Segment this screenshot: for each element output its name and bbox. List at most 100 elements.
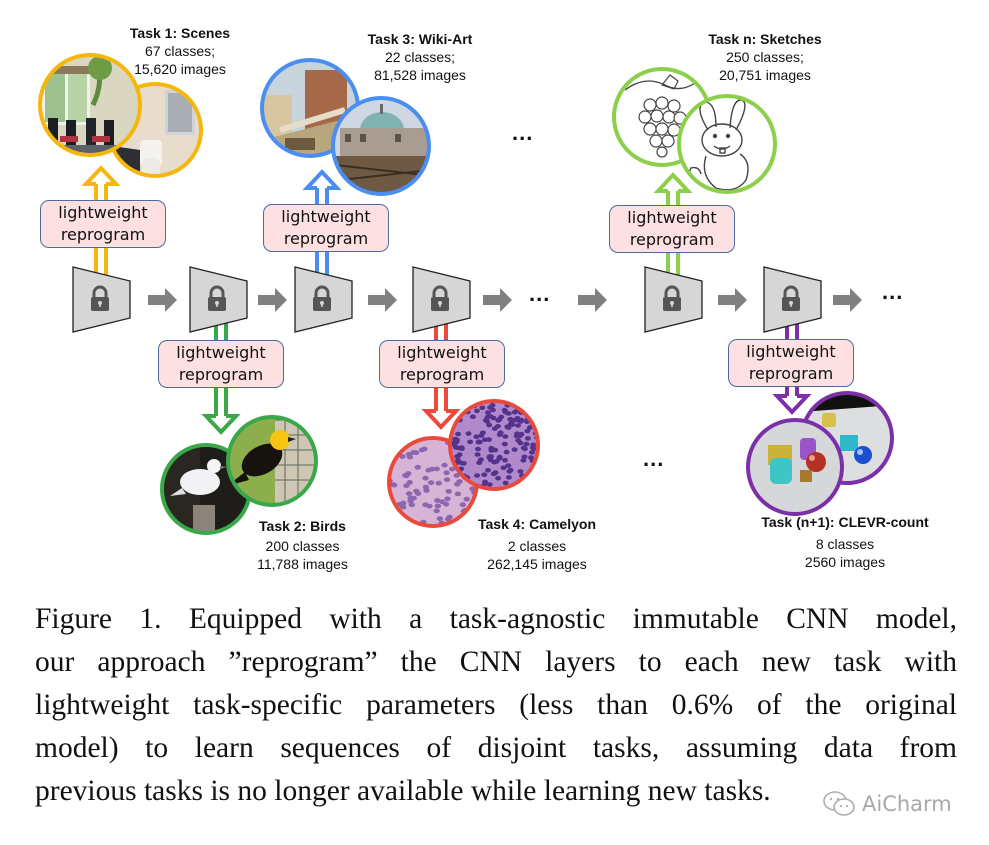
flow-arrow-5	[578, 288, 607, 312]
task2-image-yellow-headed-blackbird	[226, 415, 318, 507]
cell-nucleus	[439, 499, 446, 505]
task2-title: Task 2: Birds	[259, 518, 346, 534]
cell-nucleus	[469, 414, 476, 420]
cell-nucleus	[467, 439, 474, 445]
flow-arrow-7	[833, 288, 862, 312]
cell-nucleus	[486, 455, 493, 460]
task2-image-white-gull	[160, 443, 252, 535]
ellipsis-top: ...	[512, 120, 534, 145]
cell-nucleus	[433, 508, 440, 514]
cell-nucleus	[448, 466, 456, 472]
reprogram-box-task-n1: lightweight reprogram	[728, 339, 854, 387]
cell-nucleus	[399, 454, 406, 459]
cell-nucleus	[458, 446, 465, 452]
cell-nucleus	[429, 466, 436, 472]
task-n-classes: 250 classes;	[726, 49, 804, 65]
cell-nucleus	[443, 470, 450, 476]
task3-classes: 22 classes;	[384, 49, 456, 65]
reprogram-box-task1: lightweight reprogram	[40, 200, 166, 248]
cell-nucleus	[511, 447, 518, 452]
task1-label: Task 1: Scenes 67 classes; 15,620 images	[110, 24, 250, 78]
cell-nucleus	[502, 457, 508, 463]
cell-nucleus	[410, 495, 417, 501]
cell-nucleus	[473, 408, 480, 414]
cell-nucleus	[475, 446, 481, 452]
cell-nucleus	[476, 439, 483, 445]
cell-nucleus	[406, 480, 413, 485]
caption-line-4: model) to learn sequences of disjoint ta…	[35, 732, 957, 764]
cell-nucleus	[517, 469, 524, 474]
cell-nucleus	[413, 488, 420, 494]
task3-images	[260, 58, 431, 196]
cell-nucleus	[402, 473, 409, 478]
flow-arrow-2	[258, 288, 287, 312]
lock-icon	[91, 285, 109, 311]
task-n-images-count: 20,751 images	[719, 67, 811, 83]
cell-nucleus	[495, 475, 502, 481]
ellipsis-chain-middle: ...	[529, 281, 551, 306]
cnn-block-4	[412, 266, 471, 333]
cell-nucleus	[528, 450, 535, 455]
cell-nucleus	[400, 500, 407, 506]
lock-icon	[431, 285, 449, 311]
lock-icon	[782, 285, 800, 311]
cell-nucleus	[426, 503, 433, 509]
task3-title: Task 3: Wiki-Art	[367, 31, 473, 47]
cell-nucleus	[485, 410, 491, 415]
caption-line-5: previous tasks is no longer available wh…	[35, 775, 771, 807]
cell-nucleus	[460, 461, 467, 466]
task2-images	[160, 415, 318, 535]
cell-nucleus	[408, 502, 415, 508]
lock-icon	[313, 285, 331, 311]
cell-nucleus	[454, 491, 462, 497]
cell-nucleus	[423, 488, 430, 493]
cell-nucleus	[521, 454, 528, 460]
cell-nucleus	[502, 480, 509, 486]
cnn-block-6	[763, 266, 822, 333]
task4-image-histology-1	[387, 436, 479, 528]
task-n-title: Task n: Sketches	[708, 31, 822, 47]
cell-nucleus	[507, 416, 514, 422]
cell-nucleus	[456, 452, 463, 457]
figure-canvas	[38, 53, 894, 535]
cell-nucleus	[473, 434, 480, 440]
flow-arrow-6	[718, 288, 747, 312]
task1-image-indoor-room	[38, 53, 142, 157]
task2-images-count: 11,788 images	[257, 556, 348, 572]
task-n-image-rabbit-sketch	[677, 94, 777, 194]
reprogram-box-task2: lightweight reprogram	[158, 340, 284, 388]
cell-nucleus	[479, 405, 486, 411]
cell-nucleus	[427, 480, 435, 486]
cell-nucleus	[453, 473, 460, 478]
task-n1-image-clevr-scene-1	[746, 418, 844, 516]
cell-nucleus	[528, 455, 534, 460]
cell-nucleus	[414, 464, 421, 470]
cell-nucleus	[492, 470, 499, 475]
task-n-images	[612, 67, 777, 194]
task1-title: Task 1: Scenes	[129, 25, 231, 41]
watermark: AiCharm	[822, 790, 952, 818]
cell-nucleus	[492, 447, 499, 453]
watermark-text: AiCharm	[862, 792, 952, 816]
cell-nucleus	[482, 418, 489, 423]
task4-images	[387, 399, 540, 528]
cell-nucleus	[497, 430, 504, 436]
caption-line-1: Figure 1. Equipped with a task-agnostic …	[35, 603, 957, 635]
task4-title: Task 4: Camelyon	[477, 516, 596, 532]
task-n1-classes: 8 classes	[815, 536, 875, 552]
cell-nucleus	[441, 462, 448, 468]
cell-nucleus	[524, 428, 531, 434]
ellipsis-bottom: ...	[643, 446, 665, 471]
cell-nucleus	[505, 425, 512, 430]
cell-nucleus	[454, 481, 461, 487]
cell-nucleus	[443, 477, 451, 483]
cell-nucleus	[422, 475, 429, 481]
lock-icon	[663, 285, 681, 311]
cell-nucleus	[495, 423, 501, 429]
task3-image-painting-dome	[331, 96, 431, 196]
cell-nucleus	[524, 436, 531, 441]
reprogram-box-task4: lightweight reprogram	[379, 340, 505, 388]
cell-nucleus	[418, 447, 426, 453]
cell-nucleus	[523, 441, 530, 447]
cnn-block-1	[72, 266, 131, 333]
